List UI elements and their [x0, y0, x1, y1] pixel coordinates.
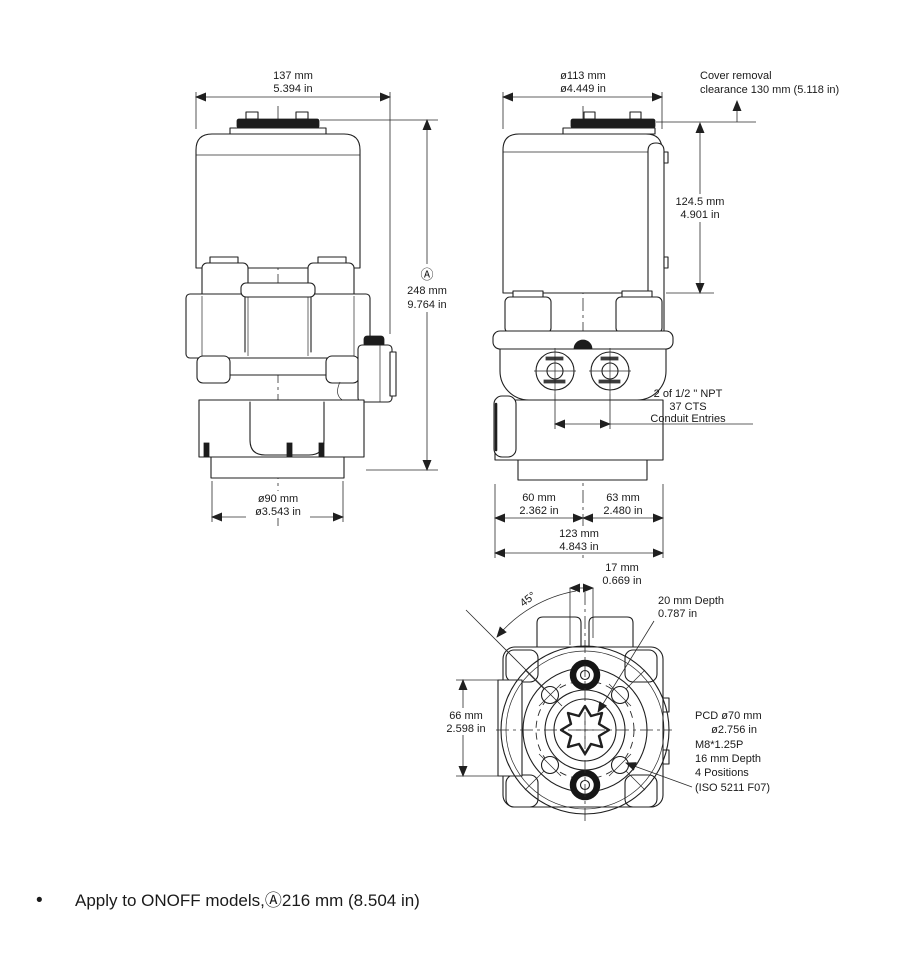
front-base: [198, 399, 365, 458]
bottom-offset-mm-label: 17 mm: [605, 562, 639, 574]
front-bottom-lug: [196, 355, 231, 384]
angle-label: 45°: [518, 590, 539, 610]
bottom-view: 17 mm 0.669 in 45° 20 mm Depth 0.787 in …: [438, 562, 770, 824]
side-front-offset-mm-label: 60 mm: [522, 492, 556, 504]
conduit-label-line3: Conduit Entries: [650, 413, 726, 425]
side-view: ø113 mm ø4.449 in Cover removal clearanc…: [492, 70, 839, 558]
front-indicator-bar: [236, 118, 320, 129]
side-conduit-housing: [499, 348, 667, 401]
angle-arc: [496, 590, 577, 638]
side-cover-dia-mm-label: ø113 mm: [560, 70, 606, 82]
side-front-offset-in-label: 2.362 in: [519, 505, 558, 517]
side-base-tab: [493, 395, 517, 458]
pcd-label-line1: PCD ø70 mm: [695, 710, 762, 722]
side-flange: [517, 459, 648, 481]
front-base-dia-mm-label: ø90 mm: [258, 493, 298, 505]
mounting-hole: [608, 753, 632, 777]
front-bottom-lug: [325, 355, 360, 384]
side-cap-bump: [583, 111, 596, 120]
bottom-offset-in-label: 0.669 in: [602, 575, 641, 587]
bottom-boss-in-label: 2.598 in: [446, 723, 485, 735]
pcd-label-line3: M8*1.25P: [695, 739, 743, 751]
conduit-label-line2: 37 CTS: [669, 401, 706, 413]
front-height-ref-label: Ⓐ: [420, 267, 433, 282]
side-cap-bump: [629, 111, 642, 120]
bottom-boss-mm-label: 66 mm: [449, 710, 483, 722]
depth-label-line1: 20 mm Depth: [658, 595, 724, 607]
conduit-label-line1: 2 of 1/2 " NPT: [654, 388, 723, 400]
front-height-mm-label: 248 mm: [407, 285, 447, 297]
front-center-boss: [240, 282, 316, 298]
front-height-in-label: 9.764 in: [407, 299, 446, 311]
pcd-label-line5: 4 Positions: [695, 767, 749, 779]
side-cover-outline: [502, 133, 663, 294]
side-dome: [573, 339, 593, 350]
side-base: [494, 399, 664, 461]
bottom-conduit-boss: [588, 616, 634, 648]
front-cap-bump: [245, 111, 259, 120]
side-rear-offset-mm-label: 63 mm: [606, 492, 640, 504]
bottom-corner-foot: [624, 649, 658, 683]
front-view: 137 mm 5.394 in Ⓐ 248 mm 9.764 in ø90 mm…: [185, 70, 452, 526]
side-rear-offset-in-label: 2.480 in: [603, 505, 642, 517]
front-flange: [210, 456, 345, 479]
depth-leader: [597, 620, 655, 713]
front-cap-bump: [295, 111, 309, 120]
side-rail: [647, 142, 665, 336]
side-lug: [504, 296, 552, 334]
bottom-corner-foot: [505, 774, 539, 808]
pcd-label-line2: ø2.756 in: [711, 724, 757, 736]
bottom-conduit-boss: [536, 616, 582, 648]
front-width-mm-label: 137 mm: [273, 70, 313, 82]
side-depth-total-in-label: 4.843 in: [559, 541, 598, 553]
side-depth-total-mm-label: 123 mm: [559, 528, 599, 540]
side-cover-height-mm-label: 124.5 mm: [676, 196, 725, 208]
footnote-text: Apply to ONOFF models,Ⓐ216 mm (8.504 in): [75, 891, 420, 910]
front-base-dia-in-label: ø3.543 in: [255, 506, 301, 518]
side-indicator-bar: [570, 118, 656, 129]
bottom-left-boss: [497, 679, 523, 777]
mounting-hole: [538, 753, 562, 777]
cover-removal-label-line2: clearance 130 mm (5.118 in): [700, 84, 839, 96]
footnote-bullet: •: [36, 890, 43, 911]
front-side-box: [357, 344, 393, 403]
pcd-label-line4: 16 mm Depth: [695, 753, 761, 765]
cover-removal-label-line1: Cover removal: [700, 70, 772, 82]
pcd-leader: [625, 762, 693, 788]
side-lug: [615, 296, 663, 334]
front-yoke-band: [185, 293, 371, 359]
pcd-label-line6: (ISO 5211 F07): [695, 782, 770, 794]
depth-label-line2: 0.787 in: [658, 608, 697, 620]
front-width-in-label: 5.394 in: [273, 83, 312, 95]
front-cover-outline: [195, 133, 361, 269]
mounting-hole: [538, 683, 562, 707]
side-cover-height-in-label: 4.901 in: [680, 209, 719, 221]
side-cover-dia-in-label: ø4.449 in: [560, 83, 606, 95]
footnote: • Apply to ONOFF models,Ⓐ216 mm (8.504 i…: [36, 890, 420, 911]
